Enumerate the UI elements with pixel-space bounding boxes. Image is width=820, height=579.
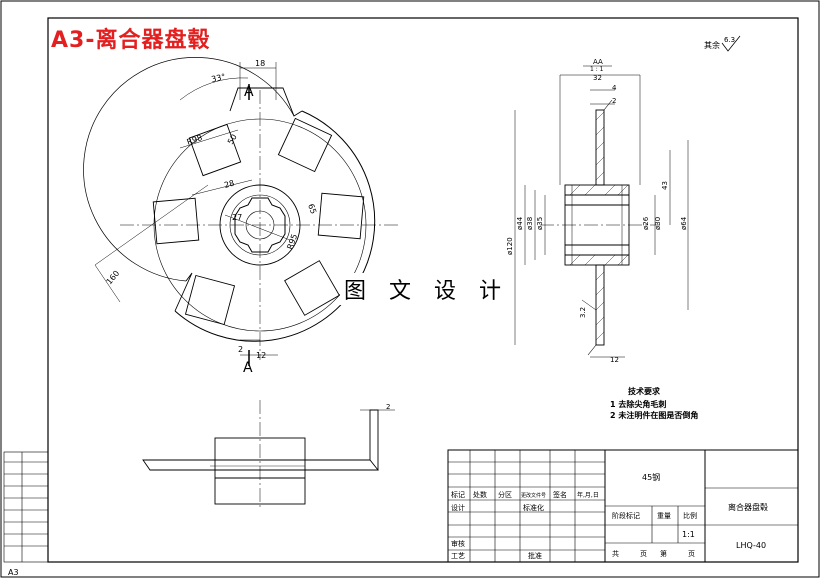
- section-scale: 1 : 1: [590, 66, 604, 73]
- surface-label: 其余: [704, 40, 720, 50]
- drawing-title: A3-离合器盘毂: [51, 28, 211, 53]
- tb-docno: 更改文件号: [521, 492, 546, 499]
- front-view: [83, 57, 400, 366]
- dim-27: 27: [232, 213, 242, 222]
- dim-32: 32: [593, 74, 602, 82]
- dim-r95: R95: [285, 233, 299, 251]
- dim-r65: 65: [306, 203, 318, 216]
- tb-ratio: 比例: [683, 511, 697, 520]
- tb-date: 年,月,日: [577, 491, 599, 499]
- section-label: AA: [593, 58, 603, 66]
- tb-weight: 重量: [657, 512, 671, 520]
- dim-r98: R98: [186, 133, 204, 147]
- part-code: LHQ-40: [736, 541, 766, 550]
- tb-craft: 工艺: [451, 552, 465, 560]
- bottom-view: [142, 400, 395, 510]
- dim-18: 18: [255, 59, 265, 68]
- tb-mark: 标记: [451, 490, 465, 499]
- dim-3-2: 3.2: [579, 307, 587, 318]
- tb-sheet: 共: [612, 549, 619, 558]
- dim-d38: ø38: [526, 217, 534, 230]
- tb-of: 第: [660, 549, 667, 558]
- tb-count: 处数: [473, 490, 487, 499]
- dim-r50: 50: [226, 133, 239, 146]
- dim-r28: 28: [223, 179, 235, 190]
- tb-design: 设计: [451, 503, 465, 512]
- tb-approve: 批准: [528, 551, 542, 560]
- dim-2: 2: [238, 345, 243, 354]
- tech-heading: 技术要求: [628, 386, 661, 396]
- dim-d44: ø44: [516, 216, 524, 230]
- bottom-view-dim: 2: [386, 403, 390, 411]
- title-block: [447, 449, 799, 563]
- dim-4: 4: [612, 84, 617, 92]
- tb-std: 标准化: [523, 503, 544, 512]
- surface-value: 6.3: [724, 36, 735, 44]
- sheet-size-label: A3: [8, 568, 19, 577]
- dim-d26: ø26: [642, 216, 650, 230]
- dim-d64: ø64: [680, 216, 688, 230]
- tb-page2: 页: [688, 550, 695, 558]
- part-name: 离合器盘毂: [728, 502, 768, 512]
- dim-d120: ø120: [506, 237, 514, 255]
- dim-43: 43: [661, 181, 669, 190]
- dim-12: 12: [256, 351, 266, 360]
- material: 45钢: [642, 472, 660, 482]
- title-block-text: 45钢 离合器盘毂 LHQ-40 1:1 标记 处数 分区 更改文件号 签名 年…: [451, 472, 768, 560]
- side-view: [514, 74, 689, 358]
- left-margin-table: [3, 451, 49, 563]
- tech-notes: 技术要求 1 去除尖角毛刺 2 未注明件在图是否倒角: [610, 386, 698, 420]
- dim-160: 160: [105, 269, 122, 286]
- front-view-dims: 18 33° R98 50 28 27 65 R95 160 2 12 A A: [105, 59, 318, 376]
- dim-12: 12: [610, 356, 619, 364]
- dim-d35: ø35: [536, 217, 544, 230]
- inner-frame: [47, 17, 799, 563]
- dim-2: 2: [612, 97, 616, 105]
- watermark-text: 图 文 设 计: [340, 273, 513, 305]
- tb-page: 页: [640, 550, 647, 558]
- roughness-icon: [721, 35, 741, 52]
- section-mark-top: A: [244, 84, 254, 100]
- dim-d30: ø30: [654, 217, 662, 230]
- tb-zone: 分区: [498, 490, 512, 499]
- tech-line-1: 1 去除尖角毛刺: [610, 399, 666, 409]
- tech-line-2: 2 未注明件在图是否倒角: [610, 410, 698, 420]
- dim-33: 33°: [211, 72, 227, 84]
- section-mark-bottom: A: [243, 360, 253, 376]
- scale-value: 1:1: [682, 530, 695, 539]
- tb-stage: 阶段标记: [612, 511, 640, 520]
- tb-sign: 签名: [553, 490, 567, 499]
- tb-review: 审核: [451, 539, 465, 548]
- side-view-dims: AA 1 : 1 32 4 2 ø120 ø44 ø38 ø35 ø26 43 …: [506, 58, 688, 364]
